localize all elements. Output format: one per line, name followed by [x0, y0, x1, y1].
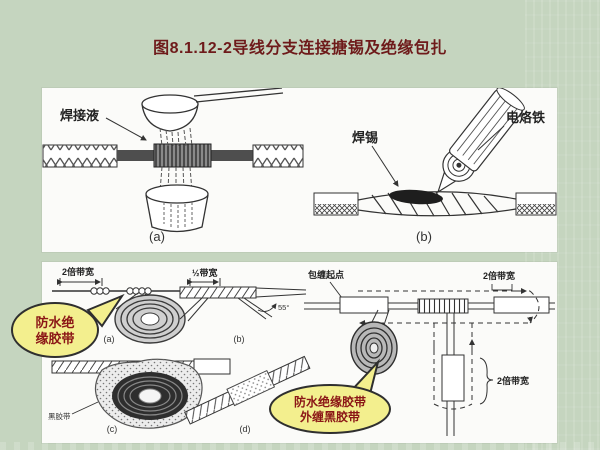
caption-b: (b) [416, 229, 432, 244]
twisted-joint-coil [154, 144, 211, 167]
pour-stream-upper [159, 127, 193, 147]
dim-bracket-top [491, 284, 513, 291]
dim-half-band-label: ½带宽 [192, 267, 218, 278]
pour-stream-lower [159, 166, 193, 192]
panel-wrapping: 2倍带宽 (a) ½带宽 55° (b) [42, 262, 557, 443]
wire-end-left-braid [315, 204, 357, 214]
angle-label: 55° [278, 303, 289, 312]
tape-turns [90, 287, 152, 295]
main-insulation-left [339, 296, 389, 314]
tape-tails [179, 297, 273, 322]
iron-leader-line [477, 125, 505, 151]
wrapped-band-hatch [180, 287, 256, 298]
wire-b [255, 287, 307, 298]
iron-label: 电烙铁 [506, 110, 545, 125]
solder-label: 焊锡 [352, 130, 378, 145]
wrap-arrows-branch [433, 340, 472, 352]
caption-wrap-d: (d) [240, 424, 251, 434]
diagram-t-branch: 包缠起点 2倍带宽 2倍带宽 [304, 269, 555, 436]
caption-wrap-b: (b) [234, 334, 245, 344]
ladle [141, 88, 284, 132]
solder-blob [389, 189, 443, 205]
wrap-arrow-curve [527, 316, 533, 323]
ladle-handle [193, 88, 284, 103]
wire-insulation-left-pattern [43, 145, 117, 167]
solder-leader-line [371, 145, 399, 187]
tape-roll-waterproof [114, 294, 186, 344]
diagram-wrap-start: 2倍带宽 (a) [52, 266, 190, 344]
slide-title: 图8.1.12-2导线分支连接搪锡及绝缘包扎 [153, 40, 447, 57]
flux-label: 焊接液 [60, 108, 99, 123]
diagram-finished-wrap: (d) [184, 355, 311, 434]
main-insulation-right [493, 296, 550, 314]
tape-roll-black [94, 358, 203, 429]
tape-roll-branch [350, 309, 398, 375]
caption-a: (a) [149, 229, 165, 244]
wrapping-diagram-svg: 2倍带宽 (a) ½带宽 55° (b) [48, 266, 555, 436]
soldering-iron [436, 88, 525, 194]
angle-arc [257, 303, 277, 312]
background-texture-bottom [0, 442, 600, 450]
brace-branch [479, 357, 494, 405]
finished-band [184, 355, 311, 425]
caption-wrap-c: (c) [107, 424, 118, 434]
catch-cup [145, 184, 209, 233]
diagram-tin-pour: 焊接液 (a) [42, 88, 304, 244]
diagram-soldering-iron: 焊锡 电烙铁 (b) [313, 88, 557, 244]
diagram-half-overlap: ½带宽 55° (b) [179, 267, 307, 344]
diagram-black-tape: 黑胶带 (c) [48, 358, 231, 434]
branch-joint-coil [418, 299, 468, 313]
black-tape-label: 黑胶带 [48, 411, 71, 421]
dim-two-band-right-top: 2倍带宽 [483, 270, 515, 281]
wrap-start-label: 包缠起点 [307, 269, 344, 280]
dim-two-band-label: 2倍带宽 [62, 266, 94, 277]
twisted-wires [357, 191, 517, 217]
wire-insulation-right-pattern [253, 145, 303, 167]
tinning-diagram-svg: 焊接液 (a) 焊锡 电烙铁 (b) [42, 88, 557, 244]
dim-two-band-branch: 2倍带宽 [497, 375, 529, 386]
panel-tinning: 焊接液 (a) 焊锡 电烙铁 (b) [42, 88, 557, 252]
branch-insulation [441, 354, 465, 402]
black-tape-leader [71, 401, 99, 415]
caption-wrap-a: (a) [104, 334, 115, 344]
flux-leader-line [105, 117, 147, 141]
wire-end-right-braid [517, 204, 555, 214]
band-overlap-c [193, 358, 231, 375]
